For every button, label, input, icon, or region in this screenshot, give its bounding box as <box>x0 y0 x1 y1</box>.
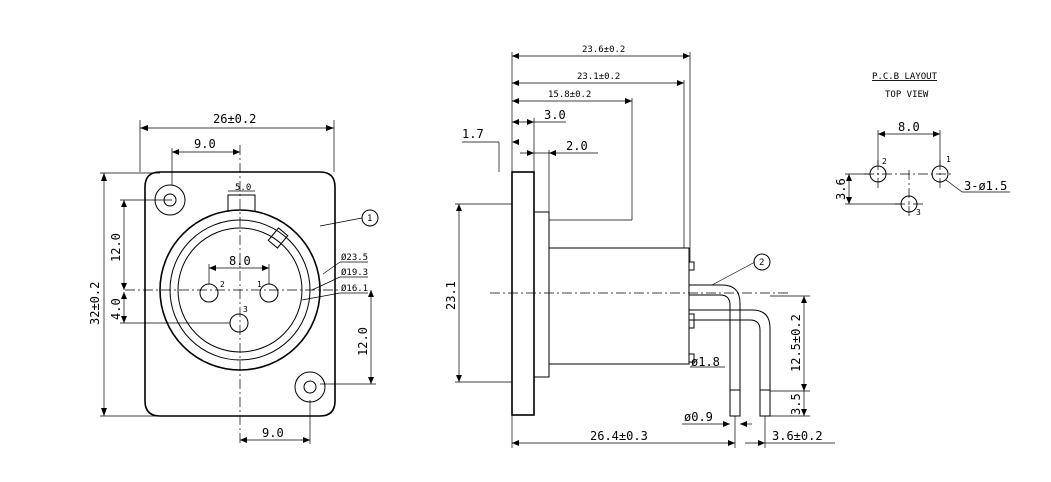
side-view: 23.6±0.2 23.1±0.2 15.8±0.2 3.0 1.7 2.0 <box>444 45 835 448</box>
body-bump-1 <box>688 261 695 271</box>
mount-hole-bottom-right <box>294 371 326 403</box>
dim-pin-spacing: 8.0 <box>229 254 251 268</box>
pcb-hole-spec: 3-ø1.5 <box>964 179 1007 193</box>
pin-3 <box>229 313 249 333</box>
pin-label-3: 3 <box>243 305 248 314</box>
pin-tip-1 <box>729 389 741 417</box>
dim-length-264: 26.4±0.3 <box>590 429 648 443</box>
dim-depth-158: 15.8±0.2 <box>548 90 591 100</box>
dim-pin-offset: 4.0 <box>109 298 123 320</box>
pin-bent-inner-in <box>689 319 761 390</box>
pin-label-1: 1 <box>257 280 262 289</box>
body-bump-2 <box>688 313 695 329</box>
pin-2 <box>199 283 219 303</box>
pin-bent-outer <box>689 284 741 390</box>
dim-vertical-lower: 12.0 <box>356 327 370 356</box>
dim-height-231: 23.1 <box>444 281 458 310</box>
dim-20: 2.0 <box>566 139 588 153</box>
pcb-hole-label-3: 3 <box>916 208 921 217</box>
dim-dia-18: ø1.8 <box>691 355 720 369</box>
pcb-hole-label-2: 2 <box>882 157 887 166</box>
pcb-title: P.C.B LAYOUT <box>872 72 938 82</box>
front-view: 26±0.2 9.0 5.0 32±0.2 12.0 4.0 <box>88 112 379 445</box>
pcb-hole-label-1: 1 <box>946 155 951 164</box>
callout-2-circle <box>753 253 771 271</box>
dim-pin-len-35: 3.5 <box>789 393 803 415</box>
dia-inner: Ø16.1 <box>341 283 368 294</box>
dia-mid: Ø19.3 <box>341 267 368 278</box>
latch-key <box>267 227 289 249</box>
dim-hole-spacing-bottom: 9.0 <box>262 426 284 440</box>
callout-1: 1 <box>367 214 372 224</box>
side-flange <box>511 171 535 416</box>
dim-30: 3.0 <box>544 108 566 122</box>
dim-overall-231: 23.1±0.2 <box>577 72 620 82</box>
callout-2: 2 <box>759 258 764 268</box>
pcb-offset: 3.6 <box>834 178 848 200</box>
dim-overall-236: 23.6±0.2 <box>582 45 625 55</box>
side-body <box>548 247 690 365</box>
callout-1-circle <box>361 209 379 227</box>
dim-width: 26±0.2 <box>213 112 256 126</box>
front-flange <box>144 171 336 417</box>
dim-pitch-36: 3.6±0.2 <box>772 429 823 443</box>
pin-tip-2 <box>759 389 771 417</box>
pin-1 <box>259 283 279 303</box>
dim-height-125: 12.5±0.2 <box>789 314 803 372</box>
dim-tab-width: 5.0 <box>235 183 251 193</box>
side-step <box>533 211 550 378</box>
dim-17: 1.7 <box>462 127 484 141</box>
mount-hole-bottom-right-inner <box>303 380 317 394</box>
dim-pin-dia-09: ø0.9 <box>684 410 713 424</box>
body-bump-3 <box>688 353 695 363</box>
dia-outer: Ø23.5 <box>341 252 368 263</box>
dim-vertical-upper: 12.0 <box>109 233 123 262</box>
dim-height: 32±0.2 <box>88 282 102 325</box>
dim-hole-spacing-top: 9.0 <box>194 137 216 151</box>
pcb-spacing: 8.0 <box>898 120 920 134</box>
pin-bent-outer-in <box>689 294 731 390</box>
pin-bent-inner <box>689 309 771 390</box>
latch-tab <box>227 194 256 212</box>
pcb-layout: P.C.B LAYOUT TOP VIEW 2 1 3 8.0 3.6 3-ø1… <box>834 72 1010 218</box>
pin-label-2: 2 <box>220 280 225 289</box>
pcb-subtitle: TOP VIEW <box>885 90 929 100</box>
